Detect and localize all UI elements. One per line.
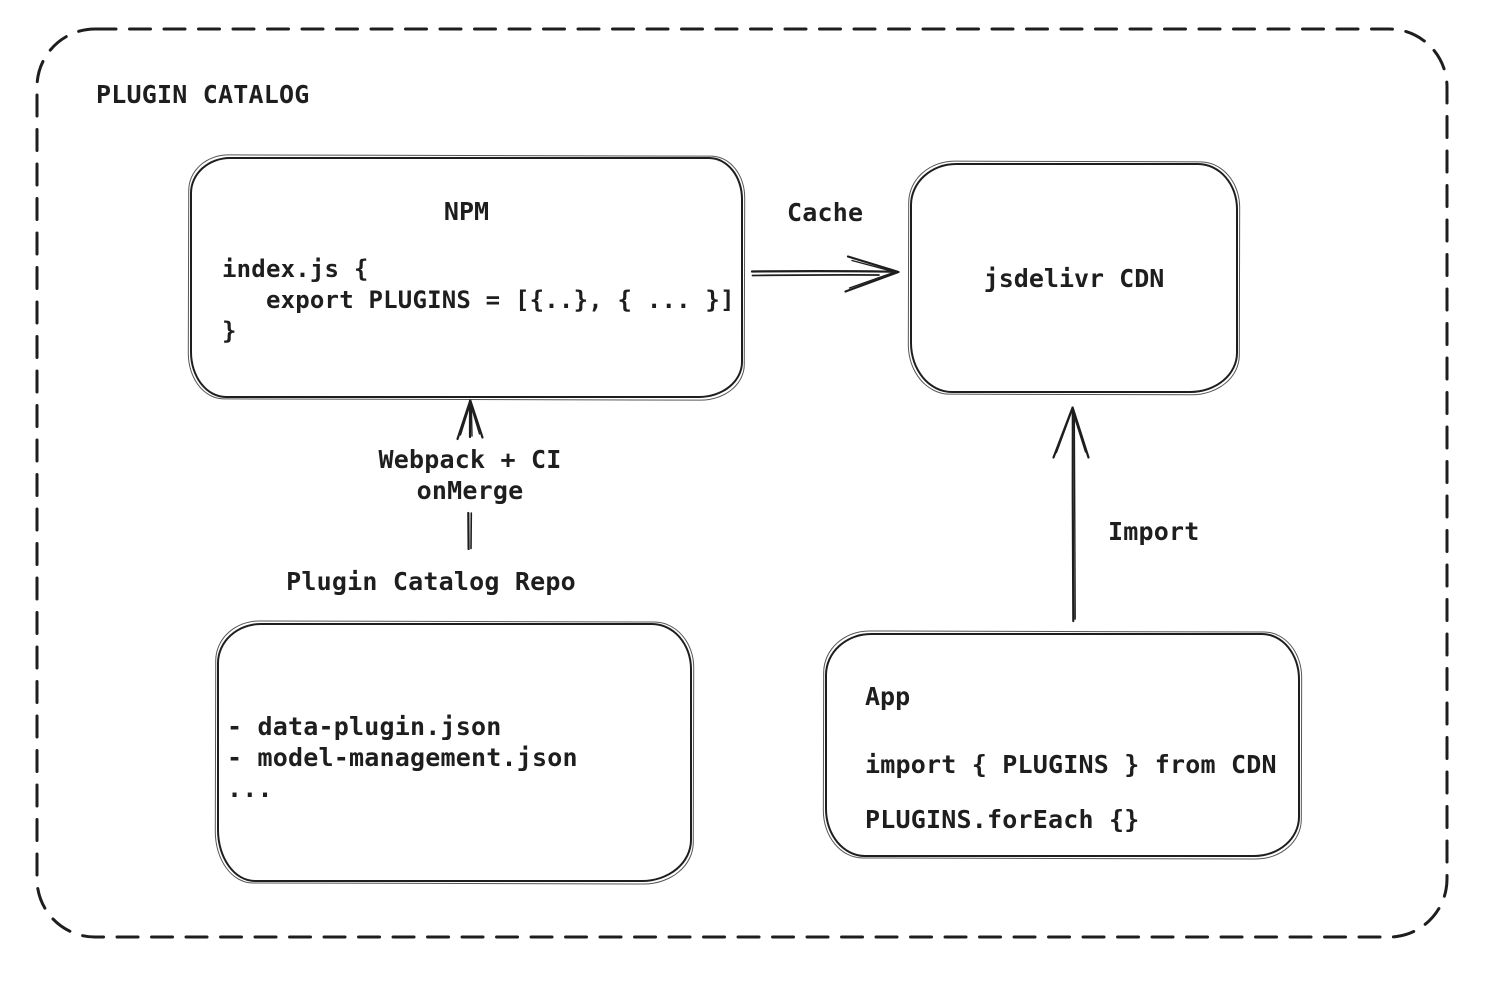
app-import-code: import { PLUGINS } from CDN [865, 750, 1277, 779]
repo-title: Plugin Catalog Repo [286, 567, 576, 596]
import-arrow-label: Import [1108, 517, 1200, 546]
cdn-box: jsdelivr CDN [910, 163, 1238, 393]
app-foreach-code: PLUGINS.forEach {} [865, 805, 1140, 834]
npm-box: NPM index.js { export PLUGINS = [{..}, {… [190, 157, 743, 398]
cdn-label: jsdelivr CDN [983, 263, 1165, 293]
app-label: App [865, 682, 911, 711]
npm-label: NPM [443, 197, 490, 226]
diagram-title: PLUGIN CATALOG [96, 80, 310, 109]
import-arrow [1052, 406, 1090, 623]
cache-arrow-label: Cache [787, 198, 864, 227]
repo-file-list: - data-plugin.json - model-management.js… [227, 712, 578, 803]
build-arrow-label: Webpack + CI onMerge [378, 445, 562, 505]
app-box: App import { PLUGINS } from CDN PLUGINS.… [825, 633, 1300, 857]
cache-arrow [750, 255, 900, 293]
repo-box: - data-plugin.json - model-management.js… [217, 623, 692, 882]
npm-code: index.js { export PLUGINS = [{..}, { ...… [222, 255, 735, 345]
